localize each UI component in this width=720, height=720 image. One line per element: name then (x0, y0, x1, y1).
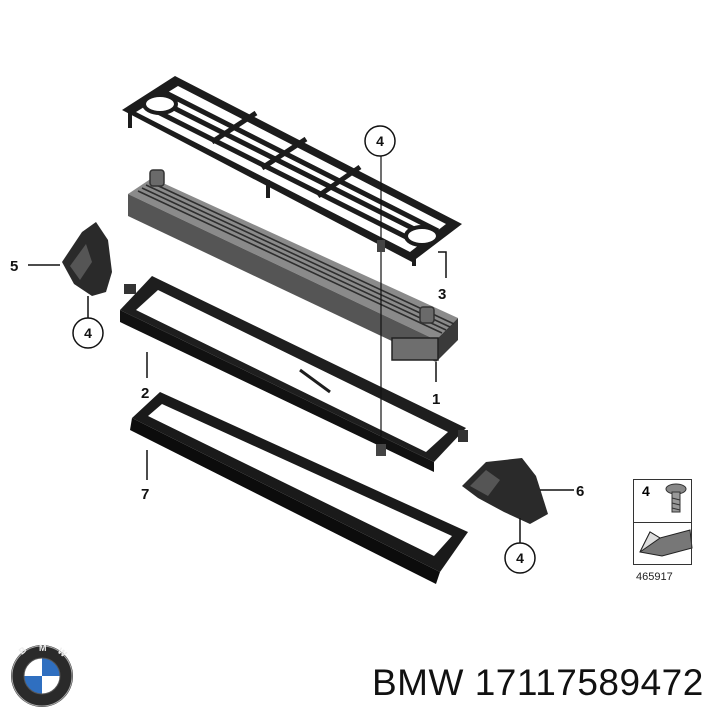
callout-part-4-right: 4 (516, 550, 524, 566)
callout-part-4-top: 4 (376, 133, 384, 149)
bracket-right (462, 458, 548, 524)
legend-part-label: 4 (642, 483, 650, 499)
grille-frame (122, 76, 462, 266)
svg-text:B: B (17, 644, 29, 656)
screw-head (376, 444, 386, 456)
seal-ring (130, 392, 468, 584)
legend-divider (634, 522, 691, 523)
holder-tray (120, 276, 468, 472)
callout-circle-right: 4 (504, 542, 536, 574)
oil-cooler (128, 169, 458, 362)
callout-part-1: 1 (432, 391, 440, 408)
screw-shank (377, 240, 385, 252)
diagram-code: 465917 (636, 571, 673, 583)
callout-part-3: 3 (438, 286, 446, 303)
callout-part-2: 2 (141, 385, 149, 402)
callout-part-5: 5 (10, 258, 18, 275)
leader-lines (28, 251, 574, 544)
legend-screw-icon (665, 483, 687, 513)
legend-arrow-icon (639, 529, 693, 557)
callout-part-4-left: 4 (84, 325, 92, 341)
callout-part-6: 6 (576, 483, 584, 500)
bracket-left (62, 222, 112, 296)
fastener-legend-box: 4 (633, 479, 692, 565)
svg-text:M: M (39, 643, 47, 653)
bmw-logo: B M W (11, 643, 73, 707)
callout-part-7: 7 (141, 486, 149, 503)
callout-circle-top: 4 (364, 125, 396, 157)
callout-circle-left: 4 (72, 317, 104, 349)
part-number-caption: BMW 17117589472 (372, 662, 704, 703)
